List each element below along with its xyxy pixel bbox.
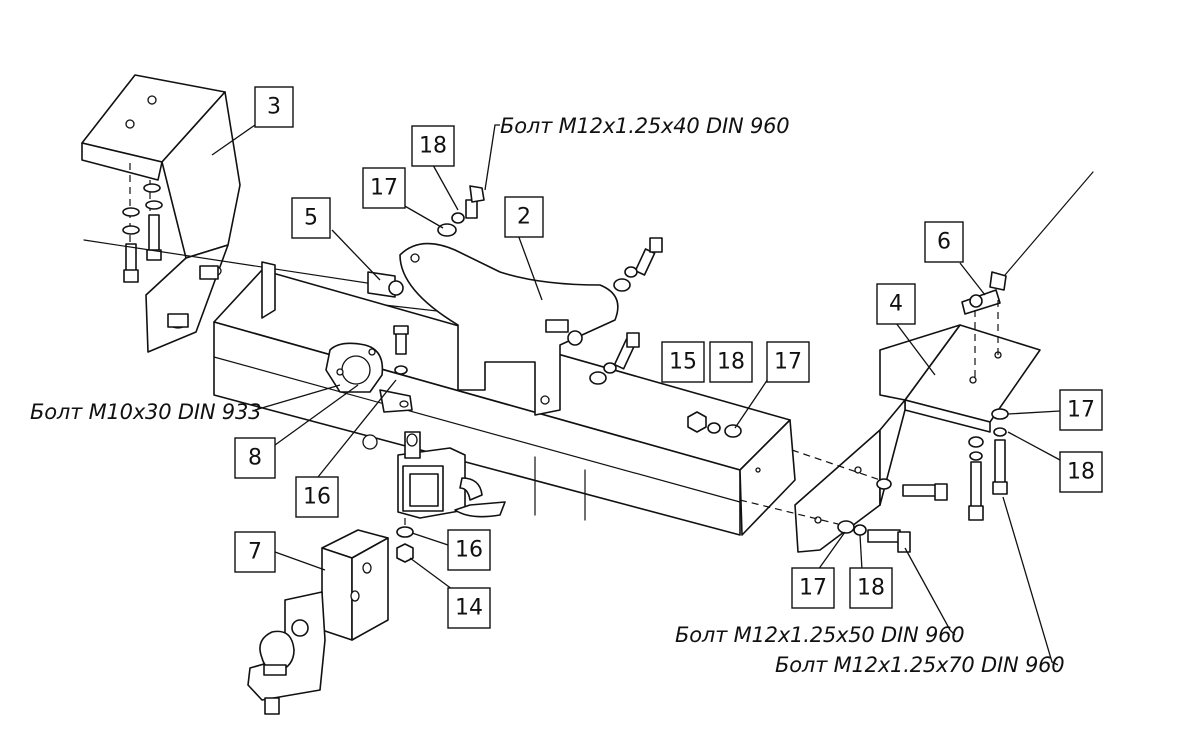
svg-text:18: 18 [1067, 460, 1095, 485]
callout-14: 14 [447, 587, 491, 629]
callout-2: 2 [504, 196, 544, 238]
callout-18-mid: 18 [709, 341, 753, 383]
right-fasteners-upper [687, 411, 948, 501]
callout-4: 4 [876, 283, 916, 325]
callout-17-mid: 17 [766, 341, 810, 383]
callout-17-top: 17 [362, 167, 406, 209]
ball-mount [247, 529, 389, 715]
svg-text:17: 17 [370, 176, 398, 201]
callout-8: 8 [234, 437, 276, 479]
note-bolt-top: Болт М12x1.25x40 DIN 960 [500, 114, 789, 138]
svg-text:17: 17 [1067, 398, 1095, 423]
rod-clip [367, 271, 404, 298]
top-bolt [437, 185, 485, 237]
bracket-clip [961, 171, 1094, 378]
svg-text:7: 7 [248, 540, 262, 565]
svg-text:18: 18 [419, 134, 447, 159]
svg-text:15: 15 [669, 350, 697, 375]
callout-18-bottom: 18 [849, 567, 893, 609]
callout-5: 5 [291, 197, 331, 239]
svg-text:4: 4 [889, 292, 903, 317]
hitch-receiver [397, 431, 506, 519]
callout-6: 6 [924, 221, 964, 263]
svg-text:3: 3 [267, 95, 281, 120]
svg-text:18: 18 [717, 350, 745, 375]
callout-15: 15 [661, 341, 705, 383]
tie-rod [83, 239, 401, 289]
socket-bolt [393, 325, 409, 375]
left-bracket-fasteners [122, 183, 219, 328]
callout-17-bottom: 17 [791, 567, 835, 609]
svg-text:6: 6 [937, 230, 951, 255]
svg-text:16: 16 [303, 485, 331, 510]
callout-16-left: 16 [295, 476, 339, 518]
svg-text:16: 16 [455, 538, 483, 563]
callout-17-right: 17 [1059, 389, 1103, 431]
socket-plate [399, 242, 619, 416]
svg-text:2: 2 [517, 205, 531, 230]
svg-text:18: 18 [857, 576, 885, 601]
note-bolt-bottom-2: Болт М12x1.25x70 DIN 960 [775, 653, 1064, 677]
callout-18-top: 18 [411, 125, 455, 167]
svg-text:5: 5 [304, 206, 318, 231]
socket-bracket [325, 342, 413, 413]
receiver-nut [396, 518, 414, 563]
svg-text:17: 17 [799, 576, 827, 601]
svg-text:14: 14 [455, 596, 483, 621]
right-fasteners-lower [739, 408, 1009, 553]
note-bolt-bottom-1: Болт М12x1.25x50 DIN 960 [675, 623, 964, 647]
plate-bolts [589, 237, 663, 385]
note-bolt-left: Болт М10x30 DIN 933 [30, 400, 261, 424]
callout-18-right: 18 [1059, 451, 1103, 493]
svg-text:8: 8 [248, 446, 262, 471]
callout-7: 7 [234, 531, 276, 573]
leader-lines [211, 124, 1061, 666]
svg-text:17: 17 [774, 350, 802, 375]
callout-16-right: 16 [447, 529, 491, 571]
right-mounting-bracket [794, 324, 1041, 553]
left-mounting-bracket [81, 74, 241, 353]
callout-3: 3 [254, 86, 294, 128]
